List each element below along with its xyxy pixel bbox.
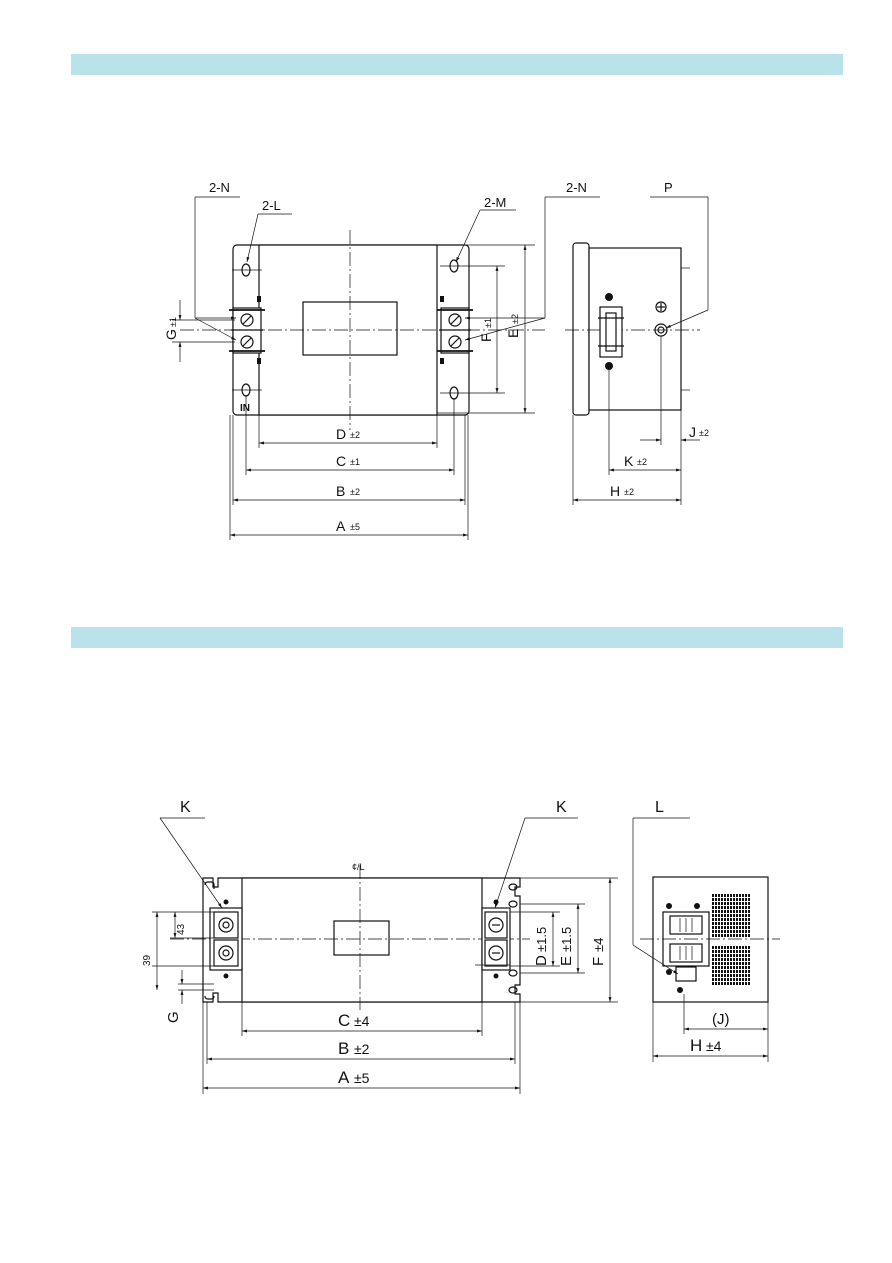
callout-terminal-n-left: 2-N [209, 180, 230, 195]
dim-f-letter-2: F [590, 957, 607, 966]
dim-b-letter: B [336, 483, 345, 499]
dim-e-letter: E [505, 329, 521, 338]
callout-l: L [655, 799, 664, 816]
dim-j-letter: J [689, 424, 696, 440]
dim-j-tol: ±2 [699, 428, 709, 438]
mounting-hole-bl [232, 383, 262, 397]
mounting-hole-tl [232, 263, 262, 277]
dim-g-letter-2: G [165, 1011, 182, 1023]
section-header-band-2 [71, 627, 843, 648]
dim-a-letter: A [336, 518, 346, 534]
callout-hole-m: 2-M [484, 195, 506, 210]
dim-a-letter-2: A [338, 1068, 350, 1087]
mounting-plate-2 [202, 877, 521, 1003]
centerline-label: ¢/L [352, 862, 365, 872]
dim-d-tol-2: ±1.5 [534, 927, 549, 952]
dim-j-letter-2: (J) [712, 1011, 730, 1028]
dim-a-tol-2: ±5 [354, 1070, 370, 1086]
terminal-block-left [229, 307, 265, 354]
side-terminal-block [598, 293, 624, 370]
mounting-hole-tr [440, 259, 505, 273]
dim-f-letter: F [478, 333, 494, 342]
dim-e-letter-2: E [558, 956, 575, 966]
dim-d-letter-2: D [533, 955, 550, 966]
diagram-1-side-view: 2-N P J ±2 K ±2 H ±2 [464, 180, 709, 505]
filter-body-2 [241, 877, 483, 1003]
terminal-block-right-2 [475, 899, 511, 979]
in-label: IN [240, 403, 250, 414]
callout-terminal-n-right: 2-N [566, 180, 587, 195]
diagram-2-front-view: ¢/L [142, 799, 618, 1094]
cooling-fins [712, 894, 750, 985]
dim-g-letter: G [163, 329, 179, 340]
dim-c-tol: ±1 [350, 457, 360, 467]
section-header-band-1 [71, 54, 843, 75]
dim-h-letter-2: H [690, 1036, 702, 1055]
dim-e-tol-2: ±1.5 [559, 927, 574, 952]
dim-g-tol: ±1 [168, 317, 178, 327]
callout-hole-l: 2-L [262, 198, 281, 213]
callout-k-right: K [556, 799, 567, 816]
callout-k-left: K [180, 799, 191, 816]
diagram-1-front-view: IN 2-N 2-L 2-M D ±2 C ±1 [163, 180, 545, 540]
side-terminal-block-2 [662, 903, 710, 993]
dim-b-tol-2: ±2 [354, 1041, 370, 1057]
dim-a-tol: ±5 [350, 522, 360, 532]
dim-pitch-43: 43 [176, 923, 187, 935]
dim-h-tol-2: ±4 [706, 1038, 722, 1054]
dim-d-letter: D [336, 426, 346, 442]
dim-f-tol: ±1 [483, 318, 493, 328]
dim-b-tol: ±2 [350, 487, 360, 497]
terminal-block-right [437, 307, 473, 354]
dim-h-letter: H [610, 483, 620, 499]
dim-k-letter: K [624, 453, 634, 469]
dim-c-tol-2: ±4 [354, 1013, 370, 1029]
terminal-block-left-2 [209, 899, 243, 979]
dim-h-tol: ±2 [624, 487, 634, 497]
dim-c-letter: C [336, 453, 346, 469]
dim-k-tol: ±2 [637, 457, 647, 467]
dim-d-tol: ±2 [350, 430, 360, 440]
dim-c-letter-2: C [338, 1011, 350, 1030]
dim-f-tol-2: ±4 [591, 938, 606, 952]
dim-e-tol: ±2 [510, 314, 520, 324]
diagram-2-side-view: L (J) H ±4 [632, 799, 780, 1062]
dim-b-letter-2: B [338, 1039, 349, 1058]
dim-pitch-39: 39 [142, 954, 153, 966]
mounting-hole-br [440, 386, 505, 400]
callout-ground-p: P [664, 180, 673, 195]
nameplate-2 [333, 920, 390, 956]
